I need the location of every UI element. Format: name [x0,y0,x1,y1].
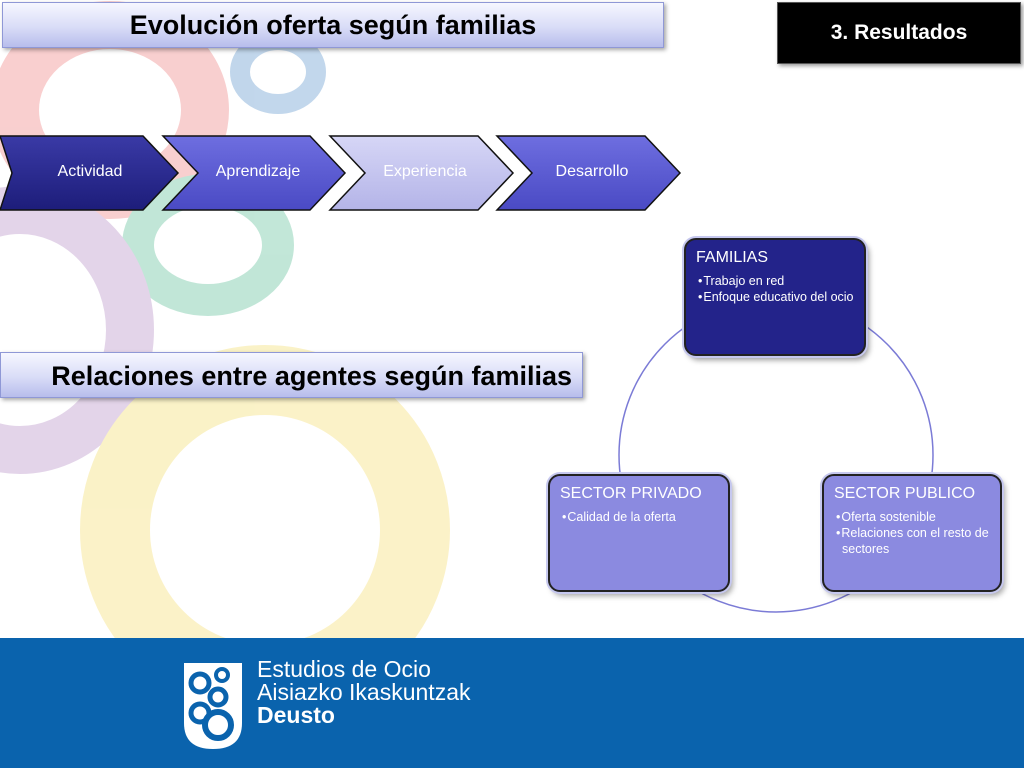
chevron-aprendizaje [161,135,347,211]
footer-line-3: Deusto [257,702,335,728]
step-label-aprendizaje: Aprendizaje [215,163,301,180]
chevron-actividad [0,135,180,211]
node-publico-list: Oferta sostenible Relaciones con el rest… [834,509,990,557]
list-item: Relaciones con el resto de sectores [834,525,990,557]
footer-logo-text: Estudios de Ocio Aisiazko Ikaskuntzak De… [257,658,470,727]
node-publico-title: SECTOR PUBLICO [834,485,976,502]
chevron-experiencia [328,135,515,211]
node-familias-list: Trabajo en red Enfoque educativo del oci… [696,273,854,305]
step-label-experiencia: Experiencia [383,163,467,180]
node-familias: FAMILIAS Trabajo en red Enfoque educativ… [684,238,866,356]
footer-line-1: Estudios de Ocio [257,656,431,682]
list-item: Calidad de la oferta [560,509,718,525]
slide-title: Evolución oferta según familias [2,2,664,48]
chevron-desarrollo [495,135,682,211]
list-item: Enfoque educativo del ocio [696,289,854,305]
section-subtitle: Relaciones entre agentes según familias [0,352,583,398]
node-sector-privado: SECTOR PRIVADO Calidad de la oferta [548,474,730,592]
step-label-actividad: Actividad [57,163,123,180]
node-sector-publico: SECTOR PUBLICO Oferta sostenible Relacio… [822,474,1002,592]
process-chevrons [0,135,682,211]
step-label-desarrollo: Desarrollo [555,163,629,180]
node-privado-list: Calidad de la oferta [560,509,718,525]
section-badge: 3. Resultados [777,2,1021,64]
deusto-logo-icon [184,663,242,749]
list-item: Trabajo en red [696,273,854,289]
node-privado-title: SECTOR PRIVADO [560,485,702,502]
node-familias-title: FAMILIAS [696,249,769,266]
footer-bar [0,638,1024,768]
footer-line-2: Aisiazko Ikaskuntzak [257,679,471,705]
list-item: Oferta sostenible [834,509,990,525]
